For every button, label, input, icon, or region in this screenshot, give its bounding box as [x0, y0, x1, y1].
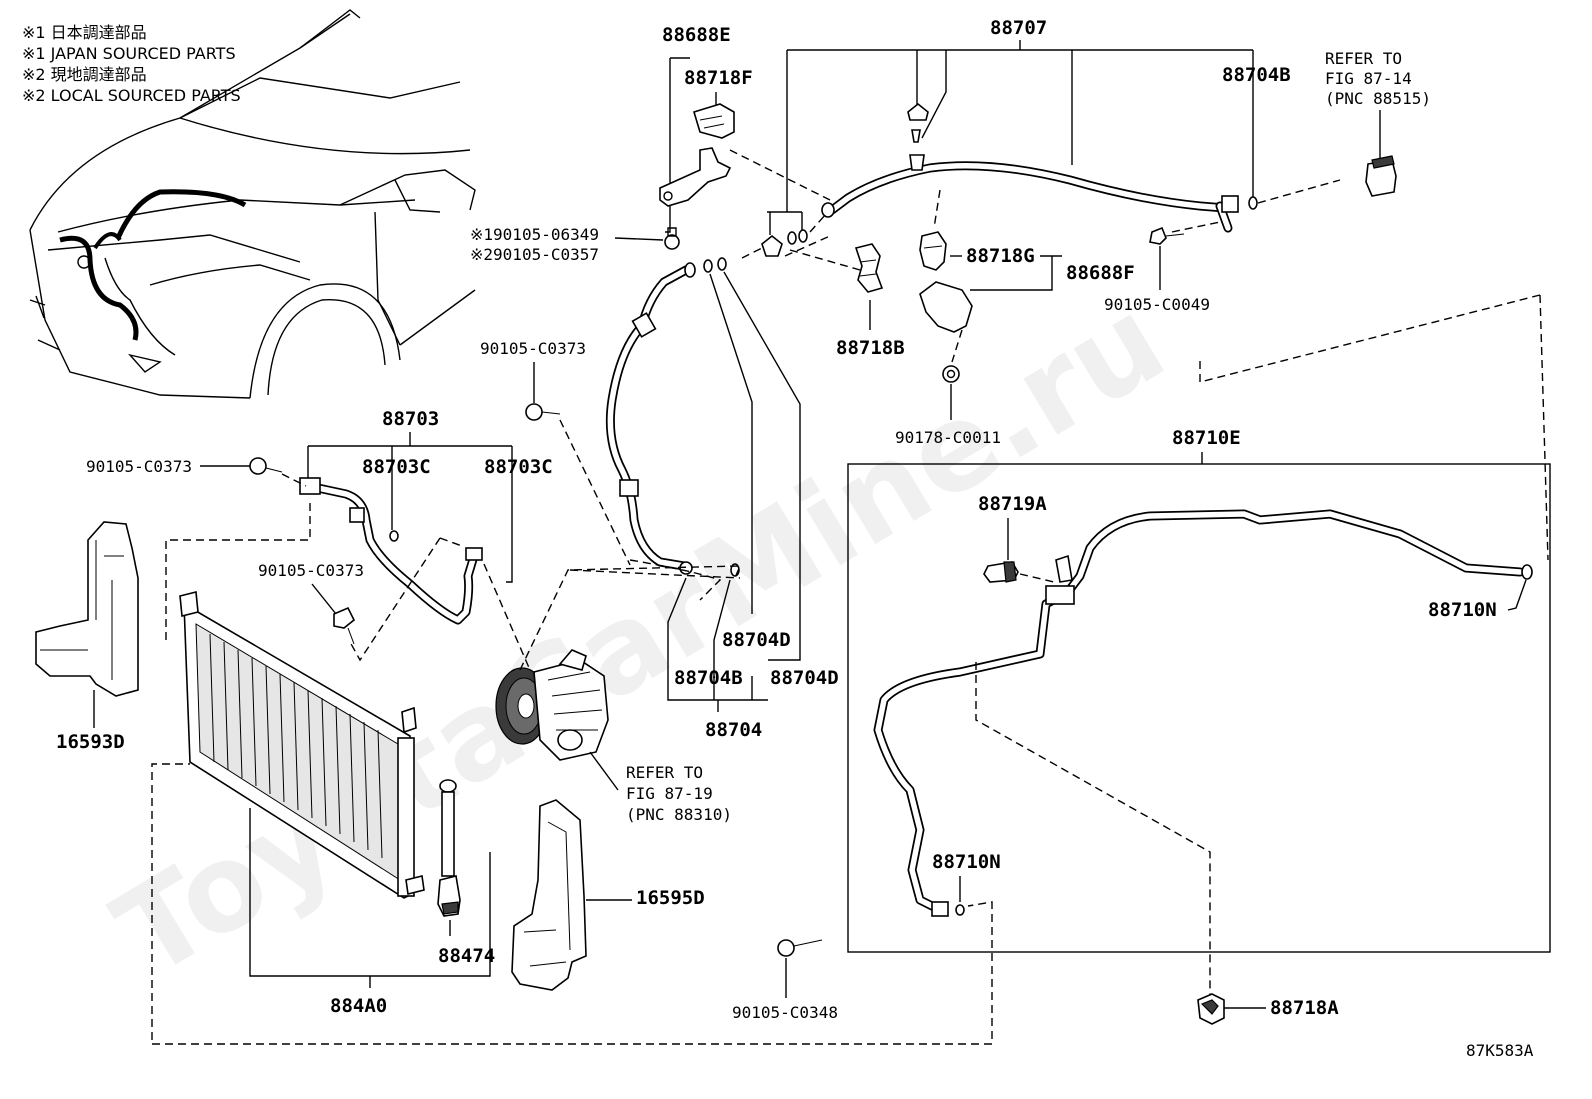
label-16593D: 16593D — [56, 731, 125, 753]
label-88718G: 88718G — [966, 245, 1035, 267]
refer-87-14-line2: FIG 87-14 — [1325, 69, 1412, 88]
assembly-box — [847, 463, 1551, 953]
air-guide-16595D: 16595D — [511, 799, 705, 991]
o-ring-icon — [1521, 564, 1533, 580]
label-88704B-top: 88704B — [1222, 64, 1291, 86]
label-88688F: 88688F — [1066, 262, 1135, 284]
label-90105-06349: ※190105-06349 — [470, 225, 599, 244]
o-ring-icon — [703, 259, 713, 273]
o-ring-icon — [717, 257, 727, 271]
label-88707: 88707 — [990, 17, 1047, 39]
liquid-pipe-88710E: 88710E 88710N 88710N — [847, 427, 1551, 996]
bolt-90105-C0373-center-icon: 90105-C0373 — [480, 339, 631, 566]
expansion-valve-fitting-icon — [1199, 155, 1549, 561]
o-ring-icon — [389, 530, 399, 542]
o-ring-icon — [787, 231, 797, 245]
label-90105-C0348: 90105-C0348 — [732, 1003, 838, 1022]
pipe-88703: 88703 88703C 88703C — [299, 408, 553, 671]
refer-87-19-line3: (PNC 88310) — [626, 805, 732, 824]
vehicle-front-outline-icon — [29, 9, 476, 399]
bolt-90105-C0348-icon: 90105-C0348 — [732, 939, 838, 1022]
bolt-90105-C0373-mid-icon: 90105-C0373 — [258, 561, 364, 645]
clamp-88718A-icon: 88718A — [1197, 993, 1339, 1025]
note-japan-ja: ※1 日本調達部品 — [22, 23, 147, 42]
label-88474: 88474 — [438, 945, 495, 967]
clamp-88718B: 88718B — [836, 243, 905, 359]
note-local-en: ※2 LOCAL SOURCED PARTS — [22, 86, 241, 105]
o-ring-icon — [798, 229, 808, 243]
label-88710N-right: 88710N — [1428, 599, 1497, 621]
air-guide-16593D: 16593D — [35, 521, 139, 753]
discharge-hose-88704: 88704D 88704B 88704D 88704 — [569, 257, 839, 741]
label-88710N-low: 88710N — [932, 851, 1001, 873]
figure-id: 87K583A — [1466, 1041, 1534, 1060]
bolt-90105-06349-icon: ※190105-06349 ※290105-C0357 — [470, 225, 680, 264]
label-88688E: 88688E — [662, 24, 731, 46]
label-88710E: 88710E — [1172, 427, 1241, 449]
label-88704D-a: 88704D — [722, 629, 791, 651]
label-88703: 88703 — [382, 408, 439, 430]
label-90178-C0011: 90178-C0011 — [895, 428, 1001, 447]
pressure-switch-88719A-icon: 88719A — [978, 493, 1055, 583]
top-leaders: 88688E 88718F 88707 88704B REFER TO FIG … — [662, 17, 1431, 235]
bracket-88688F: 88718G 88688F 90178-C0011 — [895, 231, 1135, 447]
label-884A0: 884A0 — [330, 995, 387, 1017]
label-88718F: 88718F — [684, 67, 753, 89]
suction-pipe-88707 — [821, 102, 1341, 233]
label-88704D-b: 88704D — [770, 667, 839, 689]
label-88703C-a: 88703C — [362, 456, 431, 478]
label-90105-C0357: ※290105-C0357 — [470, 245, 599, 264]
sourcing-notes: ※1 日本調達部品 ※1 JAPAN SOURCED PARTS ※2 現地調達… — [22, 23, 241, 105]
label-90105-C0373-b: 90105-C0373 — [86, 457, 192, 476]
bracket-88688E — [659, 103, 831, 207]
clip-icon — [761, 234, 783, 257]
label-88718A: 88718A — [1270, 997, 1339, 1019]
refer-87-14-line3: (PNC 88515) — [1325, 89, 1431, 108]
label-90105-C0373-a: 90105-C0373 — [480, 339, 586, 358]
clamp-88718F-icon — [693, 103, 735, 139]
ac-compressor-icon: REFER TO FIG 87-19 (PNC 88310) — [495, 565, 742, 824]
o-ring-icon — [955, 904, 965, 916]
note-local-ja: ※2 現地調達部品 — [22, 65, 147, 84]
bolt-90105-C0373-left-icon: 90105-C0373 — [86, 457, 307, 487]
joint-clip — [741, 213, 861, 271]
nut-90178-C0011-icon — [942, 365, 960, 383]
label-88719A: 88719A — [978, 493, 1047, 515]
label-90105-C0373-c: 90105-C0373 — [258, 561, 364, 580]
label-88704: 88704 — [705, 719, 762, 741]
label-90105-C0049: 90105-C0049 — [1104, 295, 1210, 314]
receiver-dryer-88474-icon: 88474 — [437, 779, 495, 967]
label-16595D: 16595D — [636, 887, 705, 909]
o-ring-icon — [1248, 196, 1258, 210]
condenser-884A0: 884A0 — [151, 500, 993, 1045]
label-88718B: 88718B — [836, 337, 905, 359]
label-88704B-low: 88704B — [674, 667, 743, 689]
refer-87-14-line1: REFER TO — [1325, 49, 1402, 68]
refer-87-19-line2: FIG 87-19 — [626, 784, 713, 803]
bolt-90105-C0049-icon: 90105-C0049 — [1104, 226, 1210, 314]
condenser-fins-icon — [209, 633, 383, 859]
refer-87-19-line1: REFER TO — [626, 763, 703, 782]
clamp-icon — [854, 243, 884, 293]
label-88703C-b: 88703C — [484, 456, 553, 478]
clamp-88718G-icon — [919, 231, 947, 271]
note-japan-en: ※1 JAPAN SOURCED PARTS — [22, 44, 236, 63]
